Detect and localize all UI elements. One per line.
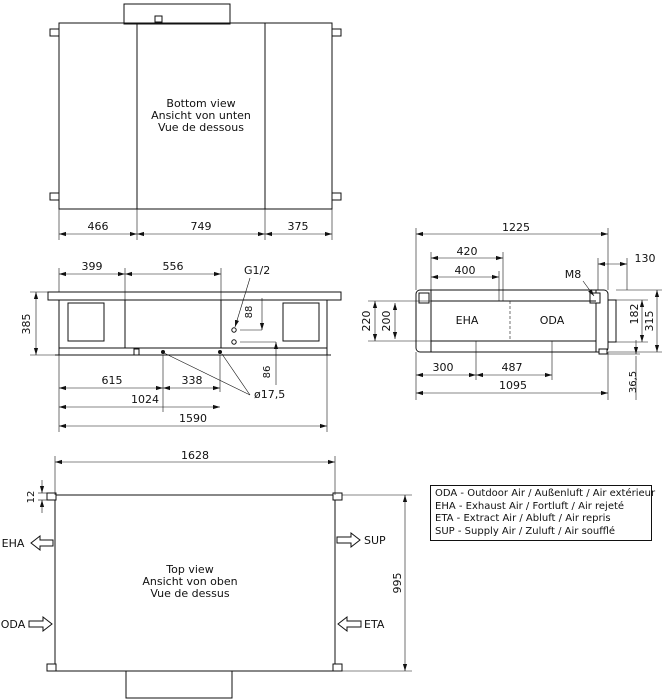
legend-eta: ETA - Extract Air / Abluft / Air repris [435, 513, 611, 524]
bottom-view-duct-collar [123, 3, 231, 25]
bottom-view-outline [58, 22, 333, 210]
top-view: Top view Ansicht von oben Vue de dessus … [1, 449, 412, 699]
front-view-port-right [282, 302, 320, 342]
front-view-center-panel [124, 299, 222, 349]
bottom-view-title-2: Ansicht von unten [151, 109, 251, 122]
arrow-label-sup: SUP [364, 534, 386, 547]
eta-arrow-icon [337, 615, 362, 633]
legend-oda: ODA - Outdoor Air / Außenluft / Air exté… [435, 488, 656, 499]
dim-315: 315 [643, 311, 656, 332]
front-view-top-flange [47, 291, 342, 301]
legend-sup: SUP - Supply Air / Zuluft / Air soufflé [435, 525, 616, 537]
dim-556: 556 [163, 260, 184, 273]
bottom-view-title-1: Bottom view [166, 97, 235, 110]
dim-338: 338 [182, 374, 203, 387]
port-eha: EHA [456, 314, 479, 327]
side-view: EHA ODA 1225 420 400 130 M8 220 200 182 [360, 221, 662, 400]
drain-connection [231, 327, 237, 333]
dim-400: 400 [455, 264, 476, 277]
dim-995: 995 [391, 573, 404, 594]
top-view-title-2: Ansicht von oben [142, 575, 237, 588]
port-oda: ODA [540, 314, 565, 327]
dim-487: 487 [502, 361, 523, 374]
dim-88: 88 [244, 306, 255, 319]
side-view-body [415, 289, 609, 353]
dim-12: 12 [26, 491, 37, 504]
dim-130: 130 [635, 252, 656, 265]
bottom-view: Bottom view Ansicht von unten Vue de des… [49, 3, 342, 240]
air-flow-legend: ODA - Outdoor Air / Außenluft / Air exté… [430, 485, 656, 541]
dim-1225: 1225 [502, 221, 530, 234]
label-g12: G1/2 [244, 264, 270, 277]
dim-420: 420 [457, 245, 478, 258]
dim-182: 182 [628, 304, 641, 325]
sup-arrow-icon [336, 531, 361, 549]
dim-385: 385 [20, 314, 33, 335]
bottom-view-title-3: Vue de dessous [158, 121, 244, 134]
oda-arrow-icon [28, 615, 53, 633]
top-view-duct-collar [125, 670, 233, 699]
dim-36-5: 36,5 [628, 371, 639, 393]
dim-1095: 1095 [499, 379, 527, 392]
dim-1024: 1024 [131, 393, 159, 406]
label-dia: ø17,5 [254, 388, 285, 401]
front-view-body [58, 299, 328, 356]
side-view-spigot [607, 299, 617, 343]
dim-220: 220 [360, 311, 373, 332]
front-view: 399 556 G1/2 385 88 86 615 338 1024 1590… [20, 260, 342, 432]
dim-615: 615 [102, 374, 123, 387]
dim-86: 86 [262, 366, 273, 379]
eha-arrow-icon [30, 534, 54, 552]
dim-399: 399 [82, 260, 103, 273]
dim-749: 749 [191, 220, 212, 233]
label-m8: M8 [565, 268, 582, 281]
top-view-title-3: Vue de dessus [150, 587, 229, 600]
front-view-port-left [67, 302, 105, 342]
arrow-label-eha: EHA [2, 537, 25, 550]
arrow-label-eta: ETA [364, 618, 385, 631]
dim-375: 375 [288, 220, 309, 233]
legend-eha: EHA - Exhaust Air / Fortluft / Air rejet… [435, 500, 625, 512]
dim-466: 466 [88, 220, 109, 233]
dim-1590: 1590 [179, 412, 207, 425]
bottom-view-tab [154, 15, 163, 23]
top-view-title-1: Top view [165, 563, 213, 576]
dim-1628: 1628 [181, 449, 209, 462]
dim-200: 200 [380, 311, 393, 332]
dim-300: 300 [433, 361, 454, 374]
arrow-label-oda: ODA [1, 618, 26, 631]
